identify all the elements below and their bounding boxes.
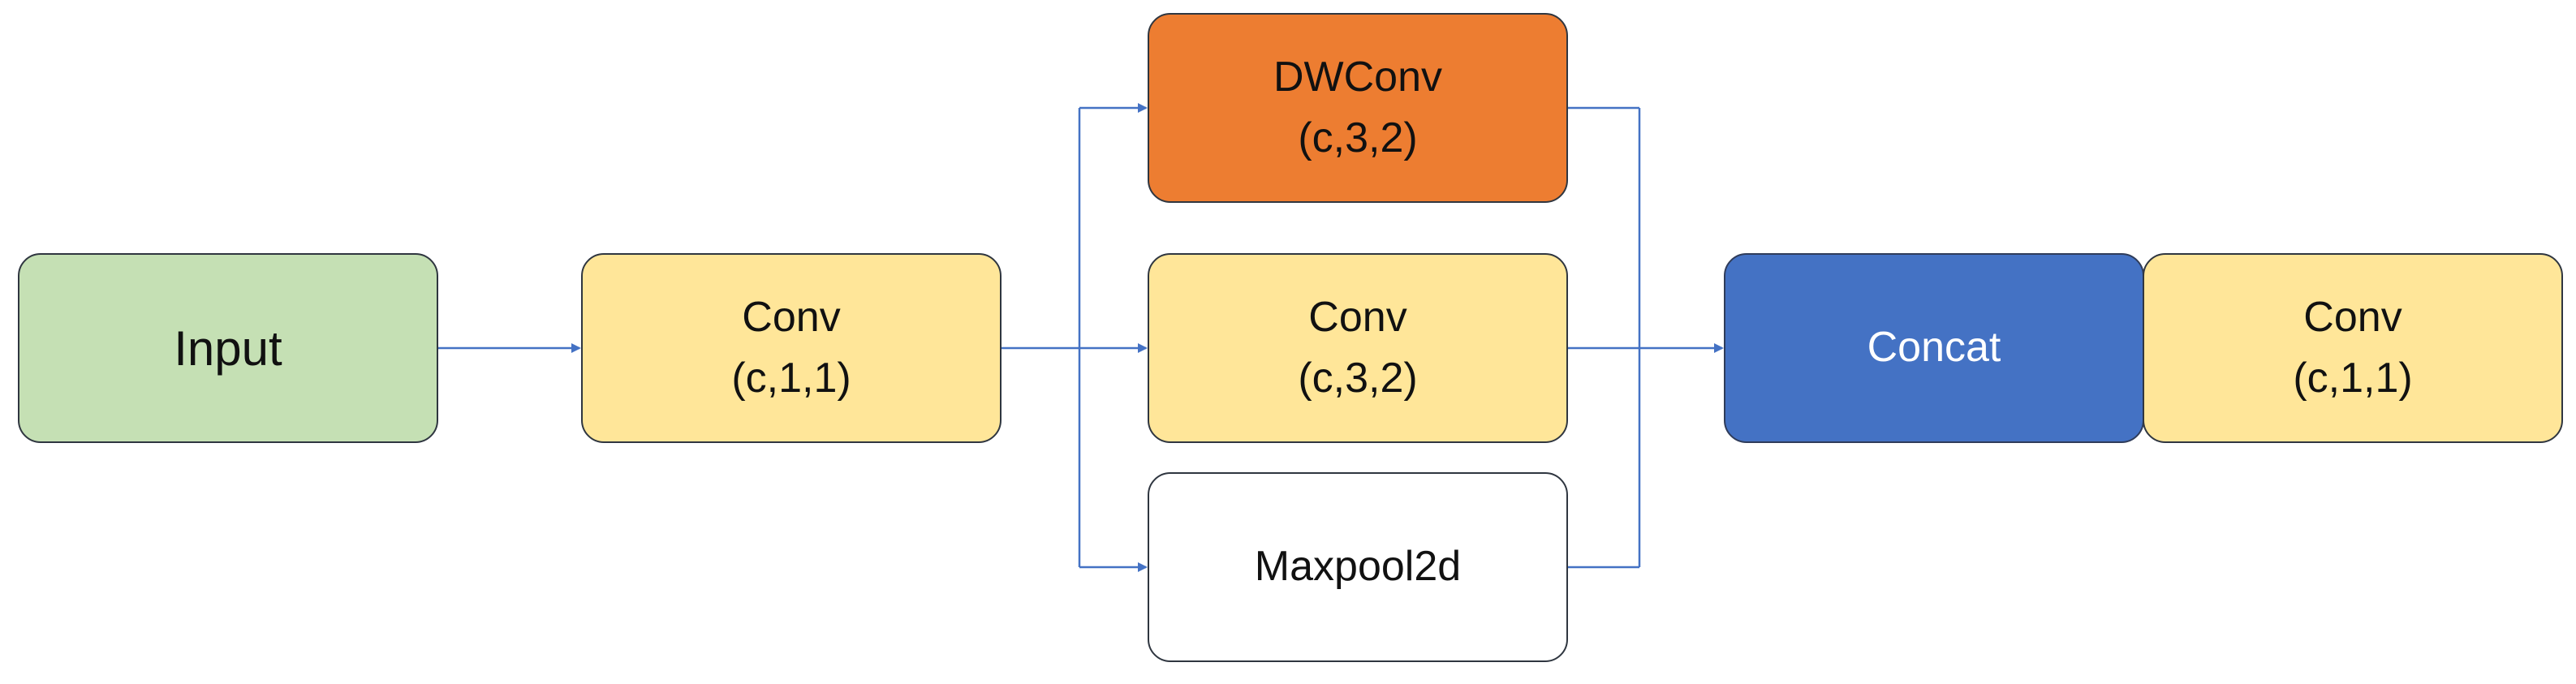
conv-last-params: (c,1,1) <box>2293 355 2413 402</box>
dwconv-node: DWConv (c,3,2) <box>1148 13 1568 203</box>
input-node: Input <box>18 253 438 443</box>
dwconv-params: (c,3,2) <box>1298 114 1418 161</box>
concat-node: Concat <box>1724 253 2144 443</box>
conv-mid-name: Conv <box>1308 293 1407 341</box>
conv-first-node: Conv (c,1,1) <box>581 253 1002 443</box>
dwconv-name: DWConv <box>1273 53 1443 101</box>
conv-mid-node: Conv (c,3,2) <box>1148 253 1568 443</box>
conv-first-params: (c,1,1) <box>731 355 851 402</box>
concat-label: Concat <box>1867 324 2001 372</box>
conv-last-node: Conv (c,1,1) <box>2143 253 2563 443</box>
maxpool-node: Maxpool2d <box>1148 472 1568 662</box>
maxpool-label: Maxpool2d <box>1254 543 1462 591</box>
conv-mid-params: (c,3,2) <box>1298 355 1418 402</box>
conv-first-name: Conv <box>742 293 841 341</box>
conv-last-name: Conv <box>2303 293 2402 341</box>
input-label: Input <box>174 320 282 376</box>
